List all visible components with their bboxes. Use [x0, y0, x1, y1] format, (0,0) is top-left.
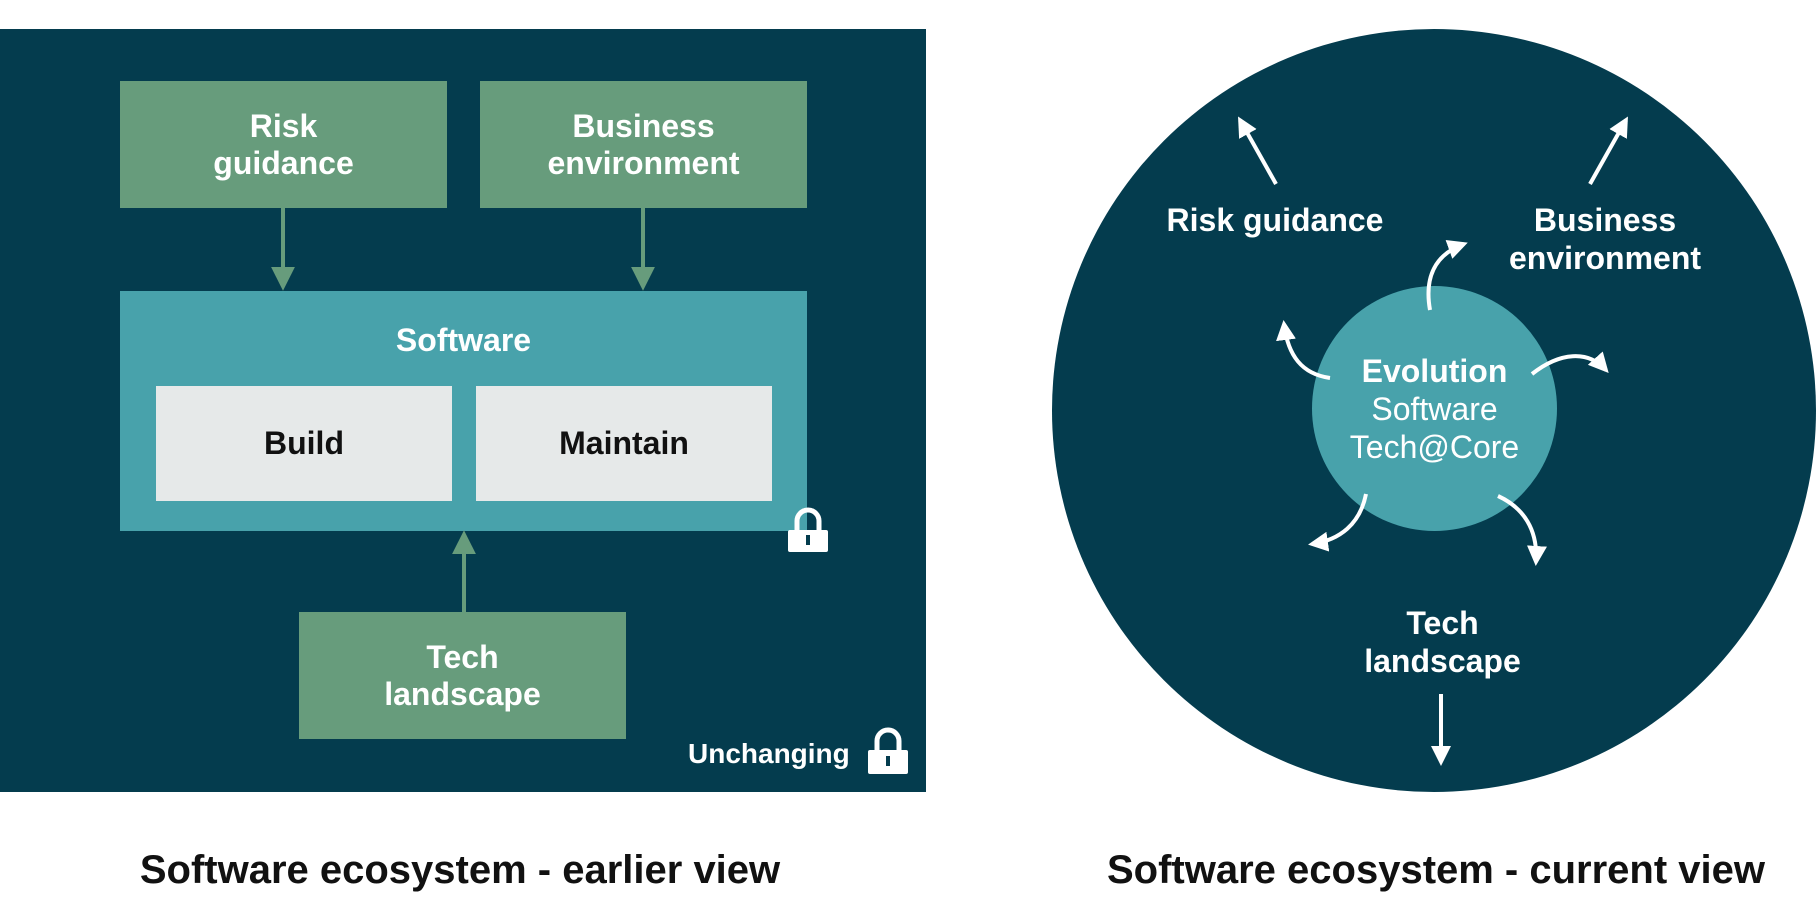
- arrow-icon: [1276, 320, 1331, 380]
- risk-guidance-label: Risk guidance: [213, 107, 354, 181]
- evolution-circle: Evolution Software Tech@Core: [1312, 286, 1557, 531]
- build-box: Build: [156, 386, 452, 501]
- current-view-caption: Software ecosystem - current view: [1106, 848, 1766, 892]
- arrow-icon: [1426, 239, 1468, 311]
- software-label: Software: [1371, 390, 1498, 427]
- software-box: Software Build Maintain: [120, 291, 807, 531]
- arrow-icon: [1588, 116, 1628, 185]
- business-environment-label: Business environment: [547, 107, 740, 181]
- business-environment-box: Business environment: [480, 81, 807, 208]
- maintain-box: Maintain: [476, 386, 772, 501]
- evolution-label: Evolution: [1361, 352, 1508, 389]
- risk-guidance-label-current: Risk guidance: [1166, 202, 1384, 238]
- arrow-icon: [1530, 351, 1609, 376]
- arrow-icon: [1308, 493, 1368, 552]
- tech-landscape-label: Tech landscape: [384, 638, 541, 712]
- risk-guidance-box: Risk guidance: [120, 81, 447, 208]
- lock-icon: [868, 727, 908, 774]
- lock-icon: [788, 507, 828, 552]
- tech-landscape-label-current: Tech landscape: [1364, 605, 1521, 679]
- unchanging-label: Unchanging: [688, 738, 850, 769]
- tech-landscape-box: Tech landscape: [299, 612, 626, 739]
- arrow-icon: [1238, 116, 1278, 185]
- tech-at-core-label: Tech@Core: [1349, 428, 1520, 465]
- arrow-icon: [1497, 494, 1547, 566]
- build-label: Build: [264, 425, 344, 461]
- software-title: Software: [395, 322, 532, 358]
- earlier-view-caption: Software ecosystem - earlier view: [139, 848, 781, 892]
- business-environment-label-current: Business environment: [1508, 202, 1702, 276]
- maintain-label: Maintain: [559, 425, 689, 461]
